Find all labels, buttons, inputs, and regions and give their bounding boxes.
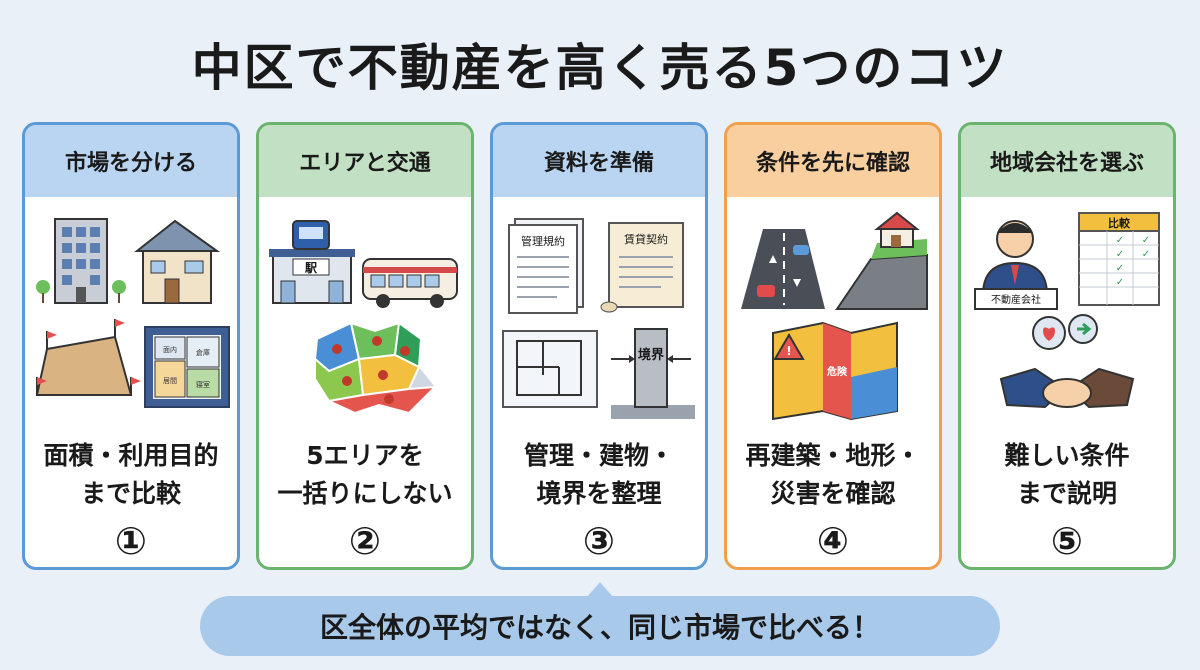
station-label: 駅: [304, 261, 318, 275]
tip-card-1: 市場を分ける: [22, 122, 240, 570]
land-plot-icon: [35, 319, 141, 396]
tip-card-5: 地域会社を選ぶ 不動産会社 比較 ✓ ✓: [958, 122, 1176, 570]
plan-label: 寝室: [196, 380, 210, 389]
floor-plan-icon: 面内 倉庫 居間 寝室: [144, 326, 230, 408]
bus-icon: [362, 258, 458, 308]
card-text-line-1: 再建築・地形・: [745, 441, 921, 470]
svg-text:✓: ✓: [1142, 249, 1150, 260]
area-map-icon: [313, 321, 438, 415]
card-text-line-2: まで説明: [1016, 479, 1117, 508]
card-text-line-2: 災害を確認: [770, 479, 896, 508]
plan-label: 倉庫: [196, 348, 210, 357]
plan-label: 居間: [163, 377, 177, 385]
compare-label: 比較: [1108, 216, 1131, 230]
boundary-label: 境界: [638, 347, 664, 363]
card-text: 難しい条件 まで説明: [961, 437, 1173, 513]
svg-text:✓: ✓: [1142, 235, 1150, 246]
card-illustration: 駅: [269, 220, 458, 415]
card-number: ①: [114, 519, 148, 563]
tip-card-3: 資料を準備 管理規約 賃貸契約: [490, 122, 708, 570]
plan-label: 面内: [163, 345, 177, 354]
card-heading: 地域会社を選ぶ: [961, 125, 1173, 197]
card-text-line-1: 管理・建物・: [523, 441, 674, 470]
tips-cards: 市場を分ける: [22, 122, 1178, 574]
card-heading: 市場を分ける: [25, 125, 237, 197]
page-title: 中区で不動産を高く売る5つのコツ: [191, 39, 1009, 97]
speech-bubble-tail: [586, 582, 614, 598]
train-station-icon: 駅: [269, 220, 355, 304]
svg-text:✓: ✓: [1116, 277, 1124, 288]
card-text-line-2: 境界を整理: [536, 479, 662, 508]
card-heading: 条件を先に確認: [727, 125, 939, 197]
card-text: 管理・建物・ 境界を整理: [493, 437, 705, 513]
card-text: 5エリアを 一括りにしない: [259, 437, 471, 513]
doc-label: 管理規約: [521, 234, 565, 248]
svg-text:✓: ✓: [1116, 235, 1124, 246]
svg-text:!: !: [786, 344, 791, 358]
house-icon: [134, 219, 221, 304]
comparison-sheet-icon: 比較 ✓ ✓ ✓ ✓ ✓ ✓: [1078, 212, 1160, 306]
card-text: 面積・利用目的 まで比較: [25, 437, 237, 513]
card-number: ③: [582, 519, 616, 563]
card-illustration: 管理規約 賃貸契約: [502, 218, 695, 419]
boundary-marker-icon: 境界: [611, 328, 695, 419]
hazard-label: 危険: [827, 365, 848, 378]
card-heading: 資料を準備: [493, 125, 705, 197]
card-illustration: 不動産会社 比較 ✓ ✓ ✓ ✓ ✓ ✓: [974, 212, 1160, 409]
card-number: ⑤: [1050, 519, 1084, 563]
card-number: ②: [348, 519, 382, 563]
svg-text:✓: ✓: [1116, 249, 1124, 260]
doc-label: 賃貸契約: [624, 232, 668, 246]
card-text-line-1: 面積・利用目的: [43, 441, 219, 470]
blueprint-icon: [502, 330, 598, 408]
card-text: 再建築・地形・ 災害を確認: [727, 437, 939, 513]
tip-card-4: 条件を先に確認 ! 危険: [724, 122, 942, 570]
card-illustration: 面内 倉庫 居間 寝室: [35, 218, 230, 408]
svg-text:✓: ✓: [1116, 263, 1124, 274]
apartment-icon: [36, 218, 126, 304]
tip-card-2: エリアと交通 駅: [256, 122, 474, 570]
scroll-icon: 賃貸契約: [600, 222, 684, 313]
slope-house-icon: [835, 211, 928, 310]
card-heading: エリアと交通: [259, 125, 471, 197]
handshake-icon: [999, 314, 1135, 409]
agent-icon: 不動産会社: [974, 220, 1058, 310]
card-text-line-1: 難しい条件: [1004, 441, 1130, 470]
card-text-line-1: 5エリアを: [306, 441, 424, 470]
document-icon: 管理規約: [508, 218, 584, 314]
agent-label: 不動産会社: [991, 293, 1041, 306]
card-number: ④: [816, 519, 850, 563]
card-illustration: ! 危険: [741, 211, 928, 421]
summary-bubble: 区全体の平均ではなく、同じ市場で比べる！: [200, 596, 1000, 656]
card-text-line-2: 一括りにしない: [277, 479, 453, 508]
hazard-map-icon: ! 危険: [772, 321, 898, 421]
road-icon: [741, 229, 825, 309]
card-text-line-2: まで比較: [80, 479, 181, 508]
